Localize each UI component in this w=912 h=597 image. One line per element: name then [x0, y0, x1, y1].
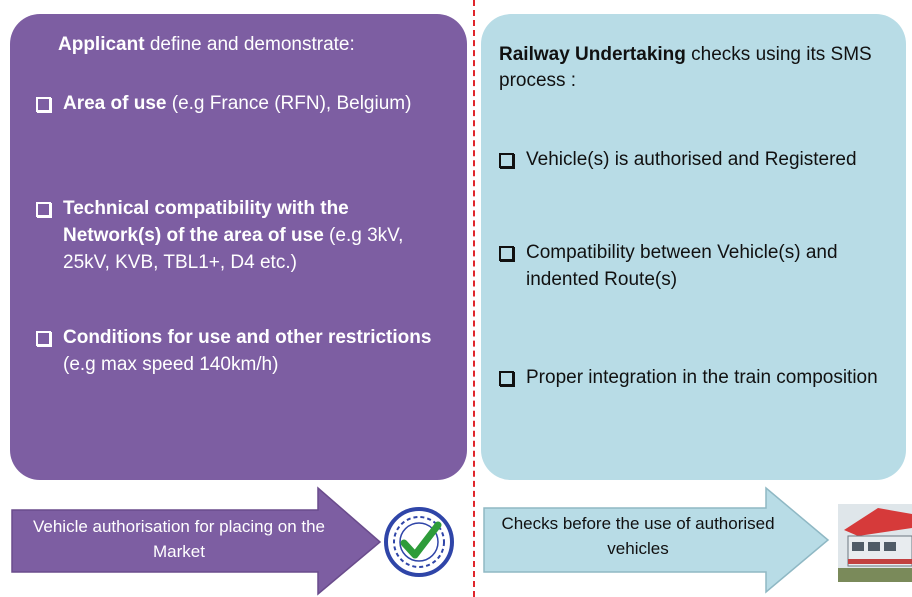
- approved-seal-icon: [384, 507, 454, 577]
- ru-item-text: Vehicle(s) is authorised and Registered: [526, 149, 857, 170]
- applicant-item-conditions-for-use: Conditions for use and other restriction…: [36, 324, 446, 378]
- checkbox-icon: [499, 153, 514, 168]
- ru-item-vehicle-authorised: Vehicle(s) is authorised and Registered: [499, 146, 899, 173]
- railway-undertaking-panel: Railway Undertaking checks using its SMS…: [481, 14, 906, 480]
- ru-item-text: Proper integration in the train composit…: [526, 367, 878, 388]
- applicant-heading: Applicant define and demonstrate:: [58, 34, 355, 55]
- ru-item-route-compatibility: Compatibility between Vehicle(s) and ind…: [499, 239, 899, 293]
- checkbox-icon: [36, 331, 51, 346]
- checks-arrow-label: Checks before the use of authorised vehi…: [501, 514, 775, 558]
- applicant-panel: Applicant define and demonstrate: Area o…: [10, 14, 467, 480]
- ru-item-text: Compatibility between Vehicle(s) and ind…: [526, 242, 838, 290]
- applicant-item-technical-compatibility: Technical compatibility with the Network…: [36, 195, 446, 276]
- train-photo: [838, 504, 912, 582]
- authorisation-arrow: [11, 486, 382, 596]
- applicant-item-text: Technical compatibility with the Network…: [63, 198, 404, 273]
- checkbox-icon: [36, 202, 51, 217]
- applicant-item-text: Conditions for use and other restriction…: [63, 327, 432, 375]
- red-dashed-divider: [473, 0, 475, 597]
- checkbox-icon: [36, 97, 51, 112]
- railway-undertaking-heading: Railway Undertaking checks using its SMS…: [499, 44, 872, 91]
- checkbox-icon: [499, 371, 514, 386]
- checkbox-icon: [499, 246, 514, 261]
- authorisation-arrow-label: Vehicle authorisation for placing on the…: [32, 517, 326, 561]
- ru-item-train-composition: Proper integration in the train composit…: [499, 364, 899, 391]
- applicant-item-area-of-use: Area of use (e.g France (RFN), Belgium): [36, 90, 446, 117]
- checks-arrow: [483, 486, 830, 594]
- applicant-item-text: Area of use (e.g France (RFN), Belgium): [63, 93, 412, 114]
